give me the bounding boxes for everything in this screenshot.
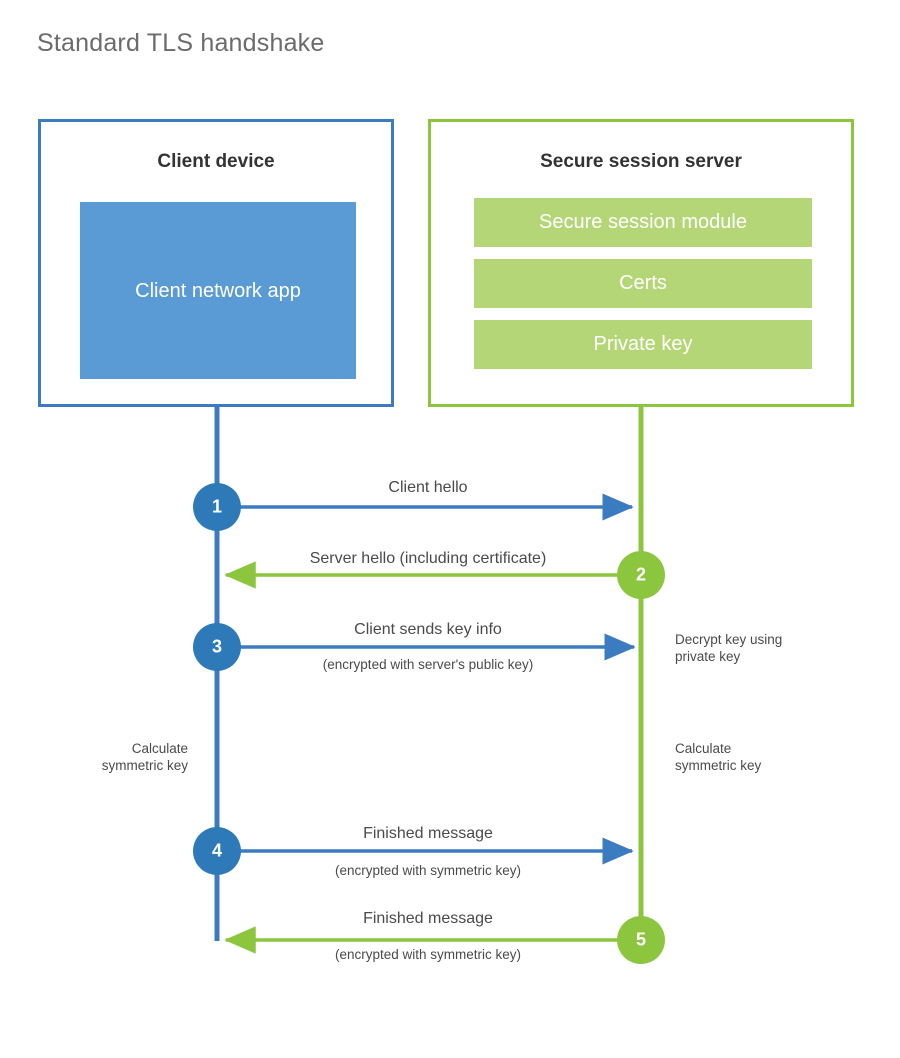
message-label-step-5: Finished message: [363, 910, 493, 927]
note-calculate-symmetric-key-server: Calculate symmetric key: [675, 741, 762, 773]
message-sublabel-step-3: (encrypted with server's public key): [322, 657, 534, 672]
step-circle-4: [193, 827, 241, 875]
note-calculate-symmetric-key-client: Calculate symmetric key: [101, 741, 188, 773]
server-modules-list: Secure session module Certs Private key: [474, 198, 812, 369]
message-label-step-3: Client sends key info: [354, 621, 502, 638]
message-sublabel-step-4: (encrypted with symmetric key): [334, 863, 522, 878]
server-module-secure-session-module: Secure session module: [474, 198, 812, 247]
step-circle-2: [617, 551, 665, 599]
message-label-step-1: Client hello: [388, 479, 468, 496]
message-label-step-4: Finished message: [363, 825, 493, 842]
server-module-certs: Certs: [474, 259, 812, 308]
note-decrypt-key: Decrypt key using private key: [675, 632, 783, 664]
client-network-app-block: Client network app: [80, 202, 356, 379]
server-module-private-key: Private key: [474, 320, 812, 369]
message-sublabel-step-5: (encrypted with symmetric key): [334, 947, 522, 962]
secure-session-server-title: Secure session server: [540, 151, 742, 172]
page-title: Standard TLS handshake: [37, 29, 325, 57]
client-device-title: Client device: [157, 151, 275, 172]
client-device-box: Client device Client network app: [38, 119, 394, 407]
step-circle-1: [193, 483, 241, 531]
message-label-step-2: Server hello (including certificate): [309, 550, 547, 567]
step-circle-5: [617, 916, 665, 964]
secure-session-server-box: Secure session server Secure session mod…: [428, 119, 854, 407]
step-circle-3: [193, 623, 241, 671]
